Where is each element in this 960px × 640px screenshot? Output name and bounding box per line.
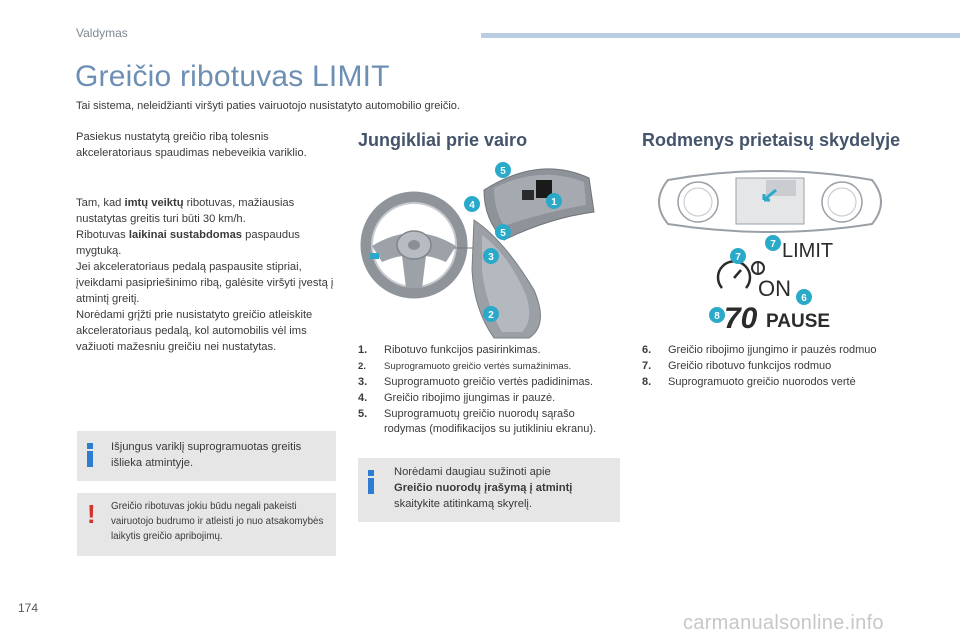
display-on-text: ON [758, 276, 791, 301]
display-legend: 6. Greičio ribojimo įjungimo ir pauzės ro… [642, 343, 912, 391]
svg-text:7: 7 [735, 252, 741, 263]
legend-text: Greičio ribotuvo funkcijos rodmuo [668, 360, 832, 372]
legend-item: 3. Suprogramuoto greičio vertės padidinim… [358, 375, 620, 390]
callout-6: 6 [796, 289, 812, 305]
legend-text: Suprogramuoto greičio vertės padidinimas… [384, 376, 594, 388]
text-run: ribotuvas, mažiausias nustatytas greitis… [76, 197, 295, 225]
limiter-display: LIMIT ON 70 PAUSE [716, 240, 833, 335]
instrument-cluster-image [658, 170, 882, 233]
svg-text:7: 7 [770, 239, 776, 250]
legend-text: Ribotuvo funkcijos pasirinkimas. [384, 344, 541, 356]
info-text: Norėdami daugiau sužinoti apie Greičio n… [394, 464, 612, 512]
page-title: Greičio ribotuvas LIMIT [75, 60, 390, 93]
display-pause-text: PAUSE [766, 311, 830, 332]
callout-7-limit: 7 [765, 235, 781, 251]
text-run: Norėdami grįžti prie nusistatyto greičio… [76, 309, 313, 353]
legend-item: 1. Ribotuvo funkcijos pasirinkimas. [358, 343, 620, 358]
legend-number: 7. [642, 360, 652, 372]
legend-number: 4. [358, 392, 368, 404]
legend-number: 5. [358, 408, 368, 420]
text-bold: Greičio nuorodų įrašymą į atmintį [394, 482, 573, 494]
legend-number: 6. [642, 344, 652, 356]
callout-5-bottom: 5 [495, 224, 511, 240]
svg-text:1: 1 [551, 197, 557, 208]
svg-text:5: 5 [500, 166, 506, 177]
legend-item: 5. Suprogramuotų greičio nuorodų sąrašo r… [358, 407, 620, 437]
paragraph-accelerator: Pasiekus nustatytą greičio ribą tolesnis… [76, 131, 307, 159]
legend-item: 6. Greičio ribojimo įjungimo ir pauzės ro… [642, 343, 912, 358]
text-run: Norėdami daugiau sužinoti apie [394, 466, 551, 478]
callout-8: 8 [709, 307, 725, 323]
legend-item: 8. Suprogramuoto greičio nuorodos vertė [642, 375, 912, 390]
intro-text: Tai sistema, neleidžianti viršyti paties… [76, 100, 460, 112]
heading-instrument-panel: Rodmenys prietaisų skydelyje [642, 130, 901, 150]
text-run: skaitykite atitinkamą skyrelį. [394, 498, 533, 510]
info-icon [368, 470, 375, 494]
callout-1: 1 [546, 193, 562, 209]
svg-text:2: 2 [488, 310, 494, 321]
legend-number: 3. [358, 376, 368, 388]
callout-2: 2 [483, 306, 499, 322]
info-box-memory: Išjungus variklį suprogramuotas greitis … [77, 431, 336, 481]
info-icon [87, 443, 94, 467]
display-limit-text: LIMIT [782, 240, 833, 262]
callout-3: 3 [483, 248, 499, 264]
legend-text: Greičio ribojimo įjungimas ir pauzė. [384, 392, 556, 404]
text-bold: laikinai sustabdomas [128, 229, 243, 241]
watermark: carmanualsonline.info [683, 612, 884, 634]
text-bold: imtų veiktų [124, 197, 184, 209]
warning-text: Greičio ribotuvas jokiu būdu negali pake… [111, 501, 324, 542]
steering-wheel-illustration: 5 4 1 5 3 2 [360, 162, 595, 339]
callout-4: 4 [464, 196, 480, 212]
instrument-panel-illustration: LIMIT ON 70 PAUSE 7 7 6 8 [658, 170, 882, 335]
warning-box: ! Greičio ribotuvas jokiu būdu negali pa… [77, 493, 336, 556]
legend-text: Suprogramuoto greičio nuorodos vertė [668, 376, 856, 388]
text-run: Ribotuvas [76, 229, 129, 241]
svg-text:6: 6 [801, 293, 807, 304]
warning-icon: ! [87, 499, 96, 529]
steering-wheel-image [360, 191, 468, 299]
text-run: paspaudus mygtuką. [76, 229, 300, 257]
legend-item: 4. Greičio ribojimo įjungimas ir pauzė. [358, 391, 620, 406]
svg-text:5: 5 [500, 228, 506, 239]
legend-text: Greičio ribojimo įjungimo ir pauzės rodm… [668, 344, 877, 356]
legend-number: 8. [642, 376, 652, 388]
legend-list: 1. Ribotuvo funkcijos pasirinkimas. 2. Supr… [358, 343, 620, 437]
page-number: 174 [18, 601, 39, 615]
paragraph-details: Tam, kad imtų veiktų ribotuvas, mažiausi… [76, 195, 344, 355]
legend-number: 2. [358, 361, 367, 372]
legend-list: 6. Greičio ribojimo įjungimo ir pauzės ro… [642, 343, 912, 390]
legend-number: 1. [358, 344, 368, 356]
info-text: Išjungus variklį suprogramuotas greitis … [111, 441, 302, 469]
text-run: Tam, kad [76, 197, 125, 209]
switch-legend: 1. Ribotuvo funkcijos pasirinkimas. 2. Supr… [358, 343, 620, 438]
legend-item: 7. Greičio ribotuvo funkcijos rodmuo [642, 359, 912, 374]
callout-5-top: 5 [495, 162, 511, 178]
display-speed-value: 70 [724, 302, 758, 335]
svg-text:8: 8 [714, 311, 720, 322]
callout-7-icon: 7 [730, 248, 746, 264]
legend-item: 2. Suprogramuoto greičio vertės sumažinim… [358, 359, 620, 374]
section-label: Valdymas [76, 26, 128, 40]
svg-text:4: 4 [469, 200, 475, 211]
legend-text: Suprogramuoto greičio vertės sumažinimas… [384, 361, 572, 372]
legend-text: Suprogramuotų greičio nuorodų sąrašo rod… [384, 408, 597, 435]
text-run: Jei akceleratoriaus pedalą paspausite st… [76, 261, 334, 305]
heading-steering-switches: Jungikliai prie vairo [358, 130, 528, 150]
info-box-memory-presets: Norėdami daugiau sužinoti apie Greičio n… [358, 458, 620, 522]
header-bar [481, 33, 960, 38]
svg-text:3: 3 [488, 252, 494, 263]
